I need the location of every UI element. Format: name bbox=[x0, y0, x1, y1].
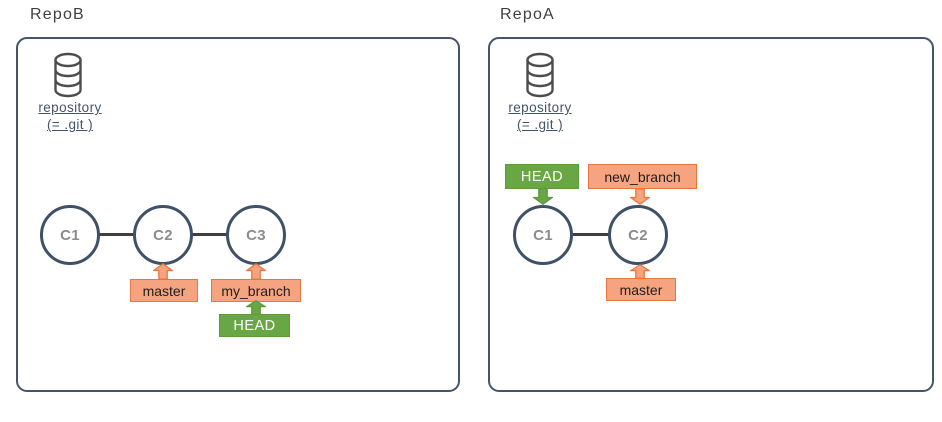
commit-node-c2: C2 bbox=[133, 205, 193, 265]
commit-node-c3: C3 bbox=[226, 205, 286, 265]
commit-node-c1: C1 bbox=[513, 205, 573, 265]
commit-edge-c1-c2 bbox=[98, 233, 136, 236]
head-tag: HEAD bbox=[219, 314, 290, 337]
commit-label: C2 bbox=[628, 226, 648, 244]
arrow-up-icon bbox=[153, 263, 173, 280]
arrow-up-icon bbox=[246, 300, 266, 315]
branch-tag-master: master bbox=[606, 278, 676, 301]
repository-label-line1: repository bbox=[38, 100, 102, 115]
arrow-up-icon bbox=[246, 263, 266, 280]
arrow-down-icon bbox=[630, 188, 650, 205]
branch-tag-new-branch: new_branch bbox=[588, 164, 697, 189]
repository-label-line1: repository bbox=[508, 100, 572, 115]
database-icon bbox=[48, 52, 88, 98]
arrow-up-icon bbox=[630, 264, 650, 279]
repository-label: repository (= .git ) bbox=[488, 99, 592, 133]
commit-label: C2 bbox=[153, 226, 173, 244]
repo-a-title: RepoA bbox=[500, 6, 555, 23]
branch-label: master bbox=[142, 282, 186, 299]
repository-label-line2: (= .git ) bbox=[47, 117, 93, 132]
repo-b-title: RepoB bbox=[30, 6, 85, 23]
head-label: HEAD bbox=[520, 168, 564, 185]
commit-label: C1 bbox=[60, 226, 80, 244]
branch-tag-master: master bbox=[130, 279, 198, 302]
commit-node-c2: C2 bbox=[608, 205, 668, 265]
commit-edge-c2-c3 bbox=[191, 233, 229, 236]
branch-label: new_branch bbox=[604, 168, 681, 185]
commit-edge-c1-c2 bbox=[571, 233, 610, 236]
repository-label-line2: (= .git ) bbox=[517, 117, 563, 132]
commit-label: C1 bbox=[533, 226, 553, 244]
database-icon bbox=[520, 52, 560, 98]
head-tag: HEAD bbox=[505, 164, 579, 189]
repository-label: repository (= .git ) bbox=[18, 99, 122, 133]
branch-label: my_branch bbox=[221, 282, 291, 299]
branch-label: master bbox=[619, 281, 663, 298]
arrow-down-icon bbox=[533, 188, 553, 205]
branch-tag-my-branch: my_branch bbox=[211, 279, 301, 302]
commit-label: C3 bbox=[246, 226, 266, 244]
head-label: HEAD bbox=[233, 317, 276, 334]
commit-node-c1: C1 bbox=[40, 205, 100, 265]
